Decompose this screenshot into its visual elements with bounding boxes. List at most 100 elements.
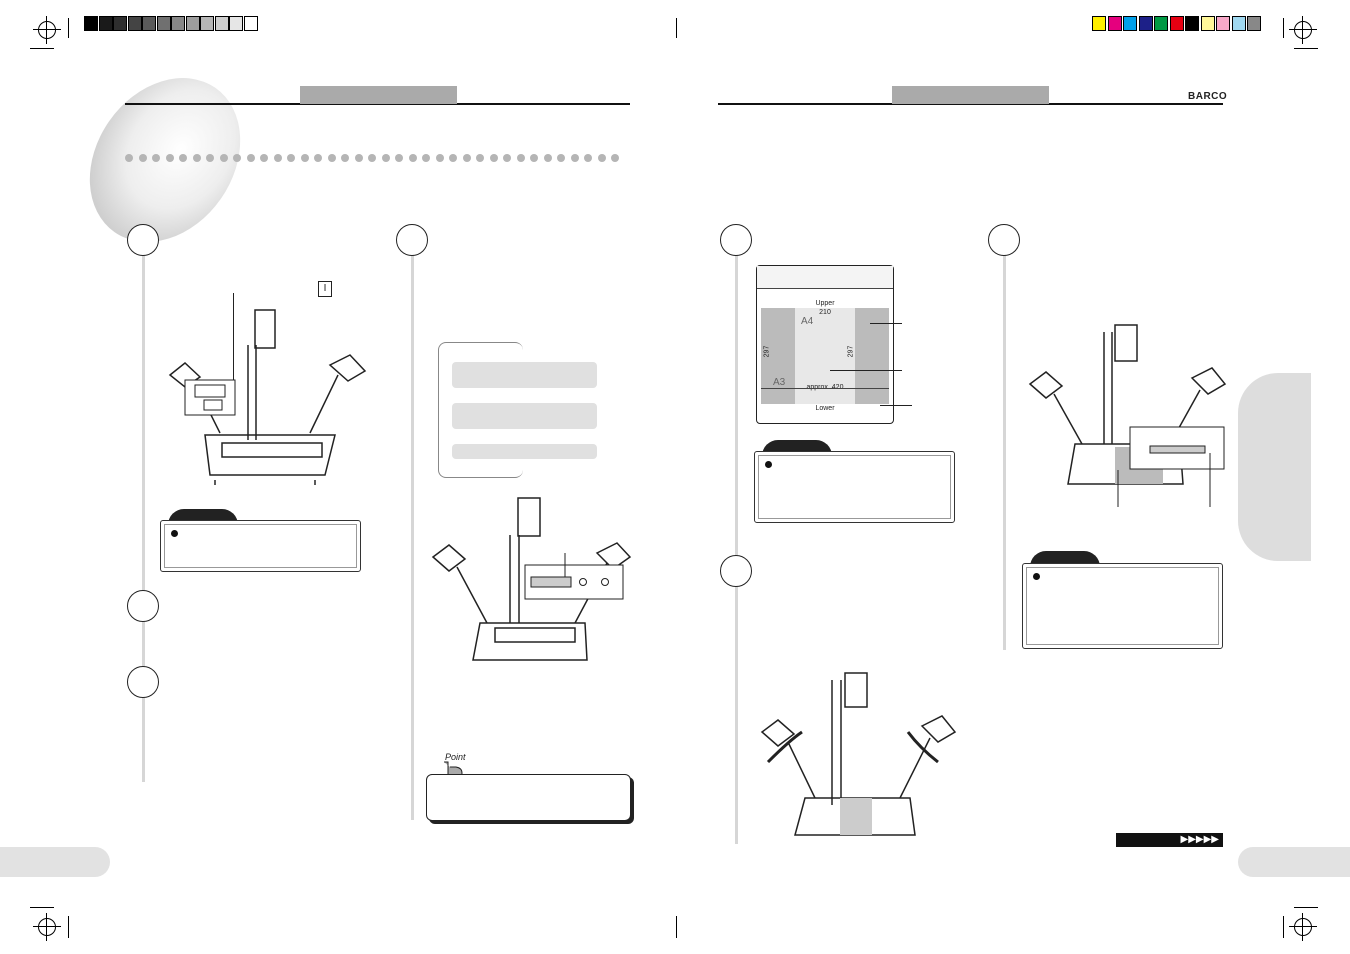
divider-dot	[327, 154, 336, 162]
color-swatch	[1169, 16, 1184, 31]
menu-flow-item-1	[452, 362, 597, 388]
divider-dot	[206, 154, 214, 162]
divider-dot	[516, 154, 525, 162]
crop-mark	[68, 916, 69, 938]
gray-swatch	[156, 16, 171, 31]
gray-swatch	[200, 16, 214, 31]
left-header-rule	[125, 103, 630, 105]
gray-swatch	[84, 16, 98, 31]
divider-dot	[125, 154, 133, 162]
dotted-divider	[125, 154, 619, 162]
divider-dot	[192, 154, 201, 162]
crop-mark	[1294, 48, 1318, 49]
crop-mark	[30, 48, 54, 49]
note-bullet	[765, 461, 772, 468]
divider-dot	[300, 154, 309, 162]
color-swatch	[1138, 16, 1153, 31]
step-1-circle	[127, 224, 159, 256]
step-rail	[411, 254, 414, 820]
divider-dot	[476, 154, 484, 162]
crop-mark	[1294, 907, 1318, 908]
divider-dot	[503, 154, 511, 162]
left-page-number-pill	[0, 847, 110, 877]
point-box	[426, 774, 631, 821]
step-4-circle	[396, 224, 428, 256]
divider-dot	[449, 154, 457, 162]
left-header-title-bar	[300, 86, 457, 104]
next-page-indicator: ▶▶▶▶▶	[1116, 833, 1223, 847]
right-header-title-bar	[892, 86, 1049, 104]
divider-dot	[341, 154, 349, 162]
color-swatch	[1185, 16, 1199, 31]
divider-dot	[530, 154, 538, 162]
gray-swatch	[185, 16, 200, 31]
divider-dot	[570, 154, 579, 162]
divider-dot	[597, 154, 606, 162]
step-7-circle	[988, 224, 1020, 256]
gray-swatch	[142, 16, 156, 31]
step-2-circle	[127, 590, 159, 622]
crop-mark	[30, 907, 54, 908]
color-swatch	[1200, 16, 1215, 31]
section-side-tab	[1238, 373, 1311, 561]
note-bullet	[1033, 573, 1040, 580]
step-5-circle	[720, 224, 752, 256]
document-size-diagram: Upper 210 A4 297 297 A3 approx. 420 Lowe…	[756, 265, 894, 424]
step-rail	[142, 254, 145, 782]
crop-mark	[676, 916, 677, 938]
decorative-lens-graphic	[89, 78, 241, 242]
note-box-1	[160, 520, 361, 572]
visualizer-illustration-arm-rotation	[760, 672, 957, 836]
divider-dot	[314, 154, 322, 162]
divider-dot	[462, 154, 471, 162]
divider-dot	[138, 154, 147, 162]
gray-swatch	[171, 16, 185, 31]
registration-mark-top-left	[33, 16, 61, 44]
callout-line	[880, 405, 912, 406]
gray-swatch	[98, 16, 113, 31]
registration-mark-top-right	[1289, 16, 1317, 44]
divider-dot	[246, 154, 255, 162]
divider-dot	[489, 154, 498, 162]
callout-line	[233, 293, 234, 403]
crop-mark	[1283, 916, 1284, 938]
color-swatch	[1092, 16, 1106, 31]
callout-line	[870, 323, 902, 324]
divider-dot	[219, 154, 228, 162]
divider-dot	[179, 154, 187, 162]
color-swatch	[1231, 16, 1246, 31]
crop-mark	[68, 18, 69, 38]
divider-dot	[287, 154, 295, 162]
divider-dot	[260, 154, 268, 162]
divider-dot	[435, 154, 444, 162]
divider-dot	[395, 154, 403, 162]
registration-mark-bottom-right	[1289, 913, 1317, 941]
divider-dot	[273, 154, 282, 162]
step-6-circle	[720, 555, 752, 587]
color-swatch	[1154, 16, 1168, 31]
gray-swatch	[243, 16, 258, 31]
divider-dot	[354, 154, 363, 162]
gray-swatch	[229, 16, 243, 31]
step-rail	[735, 254, 738, 844]
registration-mark-bottom-left	[33, 913, 61, 941]
divider-dot	[543, 154, 552, 162]
power-symbol-box: I	[318, 281, 332, 297]
color-swatch	[1247, 16, 1261, 31]
divider-dot	[584, 154, 592, 162]
divider-dot	[611, 154, 619, 162]
visualizer-illustration-control-panel	[431, 497, 632, 661]
divider-dot	[557, 154, 565, 162]
gray-swatch	[214, 16, 229, 31]
visualizer-illustration-power	[168, 309, 367, 485]
crop-mark	[1283, 18, 1284, 38]
menu-flow-item-2	[452, 403, 597, 429]
color-swatch	[1107, 16, 1122, 31]
note-bullet	[171, 530, 178, 537]
right-page-number-pill	[1238, 847, 1350, 877]
step-rail	[1003, 254, 1006, 650]
gray-swatch	[127, 16, 142, 31]
divider-dot	[422, 154, 430, 162]
menu-flow-loop	[438, 342, 523, 478]
divider-dot	[233, 154, 241, 162]
